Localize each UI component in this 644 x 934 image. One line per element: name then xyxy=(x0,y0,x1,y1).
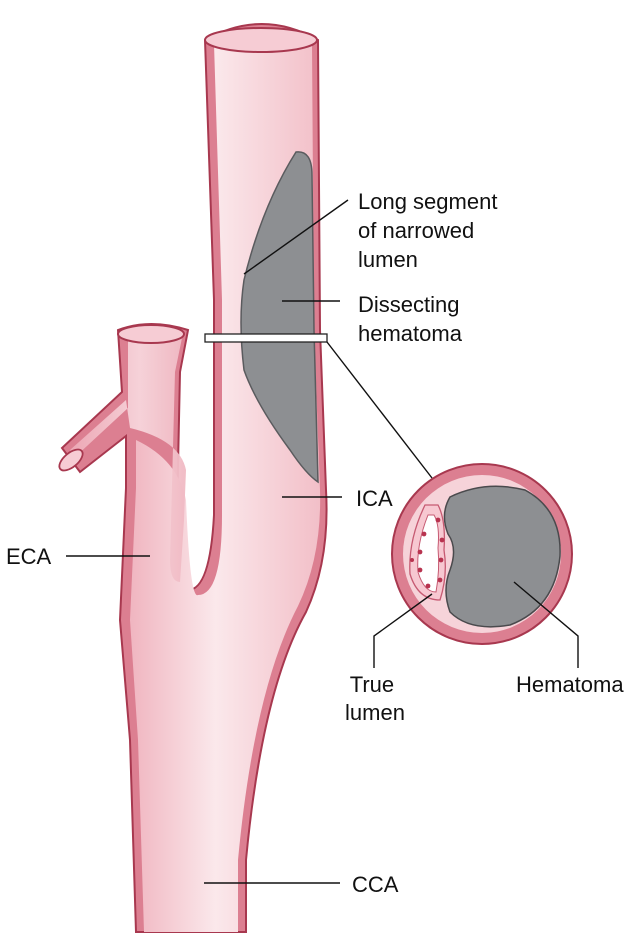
label-dissecting-hematoma: Dissecting hematoma xyxy=(358,292,466,346)
label-eca: ECA xyxy=(6,544,52,569)
vessel-tree xyxy=(58,23,328,933)
cross-section xyxy=(391,463,573,645)
label-long-segment: Long segment of narrowed lumen xyxy=(358,189,504,272)
labels: Long segment of narrowed lumen Dissectin… xyxy=(6,189,624,897)
cross-section-hematoma xyxy=(443,485,561,628)
eca-top-opening xyxy=(117,324,185,344)
section-marker xyxy=(204,333,328,343)
label-cca: CCA xyxy=(352,872,399,897)
leader-hematoma xyxy=(513,581,579,668)
leader-section xyxy=(326,341,433,479)
leader-long-segment xyxy=(243,199,349,275)
ica-top-opening xyxy=(204,27,318,53)
eca-lumen xyxy=(70,333,186,582)
leader-true-lumen xyxy=(373,593,433,668)
label-ica: ICA xyxy=(356,486,393,511)
true-lumen xyxy=(409,504,446,601)
eca-branch-opening xyxy=(58,448,84,472)
label-true-lumen: True lumen xyxy=(345,672,405,725)
label-hematoma: Hematoma xyxy=(516,672,624,697)
leader-lines xyxy=(66,199,579,884)
